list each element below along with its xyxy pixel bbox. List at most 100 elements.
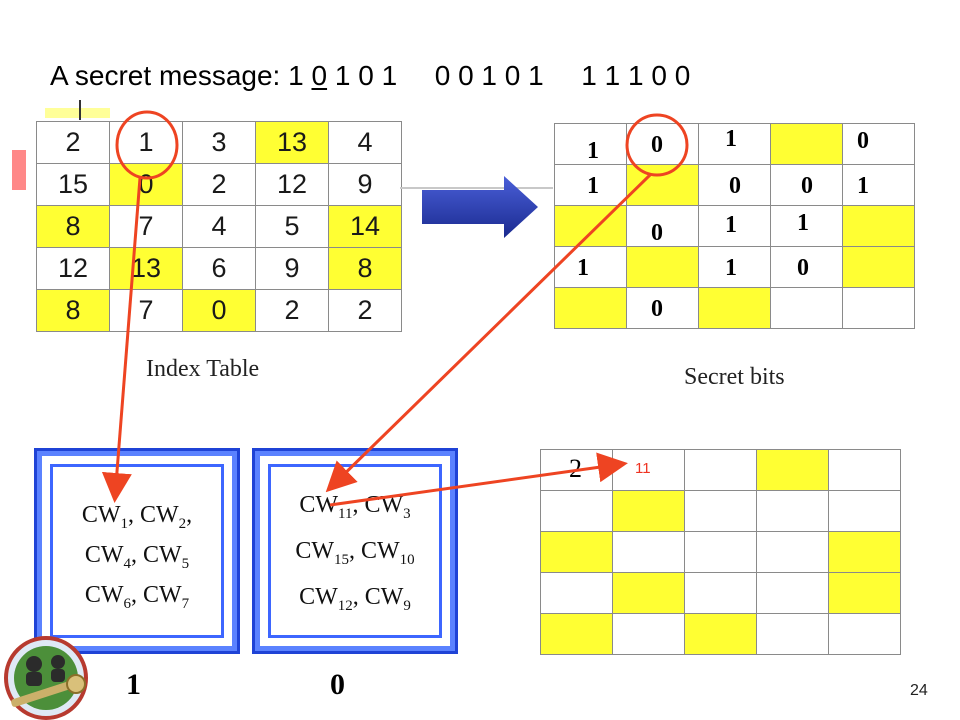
index-cell: 12 <box>255 163 329 206</box>
title-prefix: A secret message: <box>50 60 281 91</box>
result-cell <box>540 490 613 532</box>
index-cell: 8 <box>328 247 402 290</box>
result-cell <box>828 572 901 614</box>
index-cell: 9 <box>328 163 402 206</box>
result-cell <box>684 490 757 532</box>
right-arrow-icon <box>422 176 538 238</box>
bit-cell: 0 <box>626 123 699 165</box>
bit-cell <box>770 123 843 165</box>
key-icon <box>4 636 88 720</box>
group-bit-label: 1 <box>126 668 141 701</box>
bit-cell: 1 <box>842 164 915 206</box>
codeword-group-box: CW11, CW3 CW15, CW10 CW12, CW9 <box>252 448 458 654</box>
bit-cell <box>626 164 699 206</box>
result-cell <box>684 572 757 614</box>
result-cell <box>612 490 685 532</box>
bit-cell: 1 <box>554 246 627 288</box>
index-cell: 2 <box>328 289 402 332</box>
index-cell: 2 <box>182 163 256 206</box>
table-row: 0 <box>554 287 915 329</box>
index-cell: 6 <box>182 247 256 290</box>
result-cell: 11 <box>612 449 685 491</box>
result-cell <box>684 531 757 573</box>
result-cell <box>828 449 901 491</box>
bit-cell: 1 <box>554 123 627 165</box>
index-cell: 5 <box>255 205 329 248</box>
bit-cell <box>554 205 627 247</box>
table-row: 1 0 0 1 <box>554 164 915 206</box>
result-cell <box>756 613 829 655</box>
bit-cell: 0 <box>698 164 771 206</box>
index-table: 2 1 3 13 4 15 0 2 12 9 8 7 4 5 14 12 13 … <box>36 121 402 332</box>
codeword-line: CW4, CW5 <box>84 542 190 572</box>
bit-cell: 0 <box>626 287 699 329</box>
underlined-bit: 0 <box>311 60 328 91</box>
annotation-11: 11 <box>635 460 651 477</box>
result-cell <box>756 490 829 532</box>
decor-tick <box>79 100 81 120</box>
bit-cell: 1 <box>698 246 771 288</box>
bit-cell <box>698 287 771 329</box>
bit-cell: 0 <box>626 205 699 247</box>
decor-bar <box>45 108 110 118</box>
slide-title: A secret message: 1 0 1 0 1 0 0 1 0 1 1 … <box>50 60 690 92</box>
result-cell <box>828 613 901 655</box>
index-cell: 4 <box>182 205 256 248</box>
codeword-line: CW12, CW9 <box>299 584 411 614</box>
table-row: 0 1 1 <box>554 205 915 247</box>
bit-cell <box>626 246 699 288</box>
bit-cell <box>842 205 915 247</box>
table-row <box>540 613 901 655</box>
index-cell: 8 <box>36 289 110 332</box>
result-cell <box>540 572 613 614</box>
result-cell <box>756 572 829 614</box>
table-row: 2 1 3 13 4 <box>36 121 402 164</box>
bit-cell: 0 <box>770 164 843 206</box>
table-row: 8 7 0 2 2 <box>36 289 402 332</box>
index-cell: 13 <box>109 247 183 290</box>
codeword-line: CW1, CW2, <box>81 502 193 532</box>
index-cell: 2 <box>36 121 110 164</box>
result-cell <box>612 572 685 614</box>
bit-cell: 0 <box>842 123 915 165</box>
table-row <box>540 572 901 614</box>
bit-cell: 1 <box>554 164 627 206</box>
secret-bits-caption: Secret bits <box>684 364 785 390</box>
result-cell <box>684 613 757 655</box>
result-cell <box>540 531 613 573</box>
index-cell: 14 <box>328 205 402 248</box>
index-table-caption: Index Table <box>146 356 260 382</box>
index-cell: 4 <box>328 121 402 164</box>
table-row: 1 0 1 0 <box>554 123 915 165</box>
codeword-group-box: CW1, CW2, CW4, CW5 CW6, CW7 <box>34 448 240 654</box>
index-cell: 0 <box>109 163 183 206</box>
table-row: 8 7 4 5 14 <box>36 205 402 248</box>
message-group-1: 1 0 1 0 1 <box>288 60 398 91</box>
table-row: 1 1 0 <box>554 246 915 288</box>
table-row: 12 13 6 9 8 <box>36 247 402 290</box>
index-cell: 8 <box>36 205 110 248</box>
bit-cell <box>842 287 915 329</box>
codeword-line: CW15, CW10 <box>295 538 415 568</box>
people-icon <box>26 655 65 686</box>
table-row <box>540 490 901 532</box>
result-cell: 2 <box>540 449 613 491</box>
index-cell: 2 <box>255 289 329 332</box>
index-cell: 12 <box>36 247 110 290</box>
group-bit-label: 0 <box>330 668 345 701</box>
index-cell: 15 <box>36 163 110 206</box>
index-cell: 3 <box>182 121 256 164</box>
index-cell: 1 <box>109 121 183 164</box>
decor-accent <box>12 150 26 190</box>
result-cell <box>612 613 685 655</box>
index-cell: 0 <box>182 289 256 332</box>
result-cell <box>828 490 901 532</box>
table-row: 15 0 2 12 9 <box>36 163 402 206</box>
page-number: 24 <box>910 682 928 699</box>
result-cell <box>756 531 829 573</box>
index-cell: 7 <box>109 289 183 332</box>
result-cell <box>828 531 901 573</box>
bit-cell: 1 <box>698 123 771 165</box>
index-cell: 13 <box>255 121 329 164</box>
secret-bits-table: 1 0 1 0 1 0 0 1 0 1 1 1 1 0 0 <box>554 123 915 329</box>
